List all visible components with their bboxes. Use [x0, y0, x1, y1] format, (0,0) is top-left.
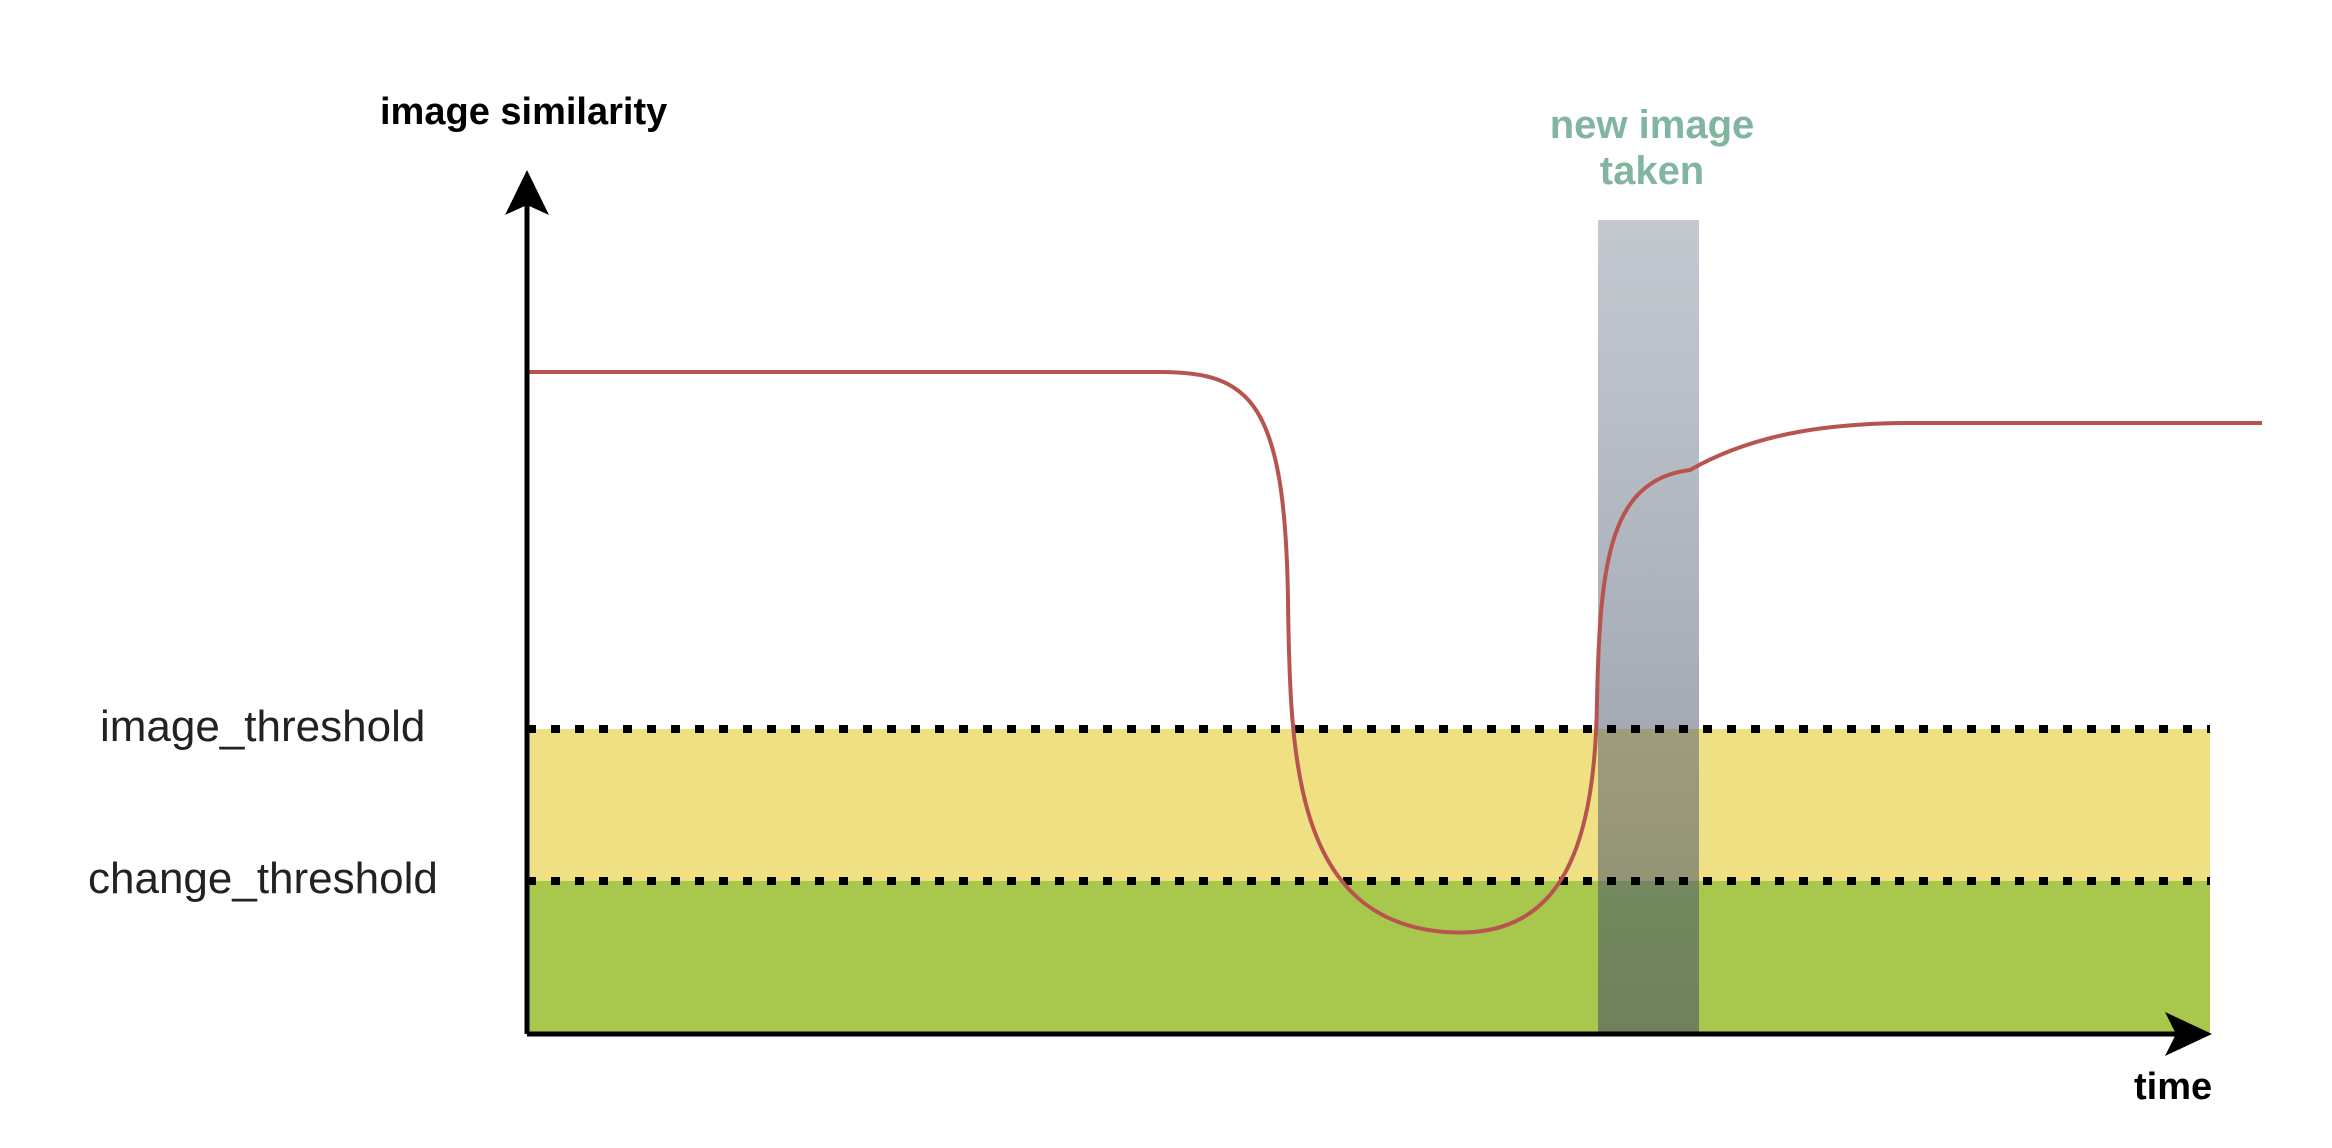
image-threshold-label: image_threshold — [100, 702, 425, 751]
new-image-label-line1: new image — [1550, 103, 1755, 147]
new-image-label-line2: taken — [1600, 149, 1705, 193]
y-axis-label: image similarity — [380, 91, 667, 133]
x-axis-arrow-icon — [2165, 1012, 2212, 1056]
similarity-curve — [527, 370, 2262, 935]
y-axis-arrow-icon — [505, 170, 549, 215]
change-threshold-label: change_threshold — [88, 854, 438, 903]
new-image-band — [1598, 220, 1699, 1034]
image-threshold-zone — [527, 729, 2210, 881]
x-axis-label: time — [2134, 1066, 2212, 1108]
